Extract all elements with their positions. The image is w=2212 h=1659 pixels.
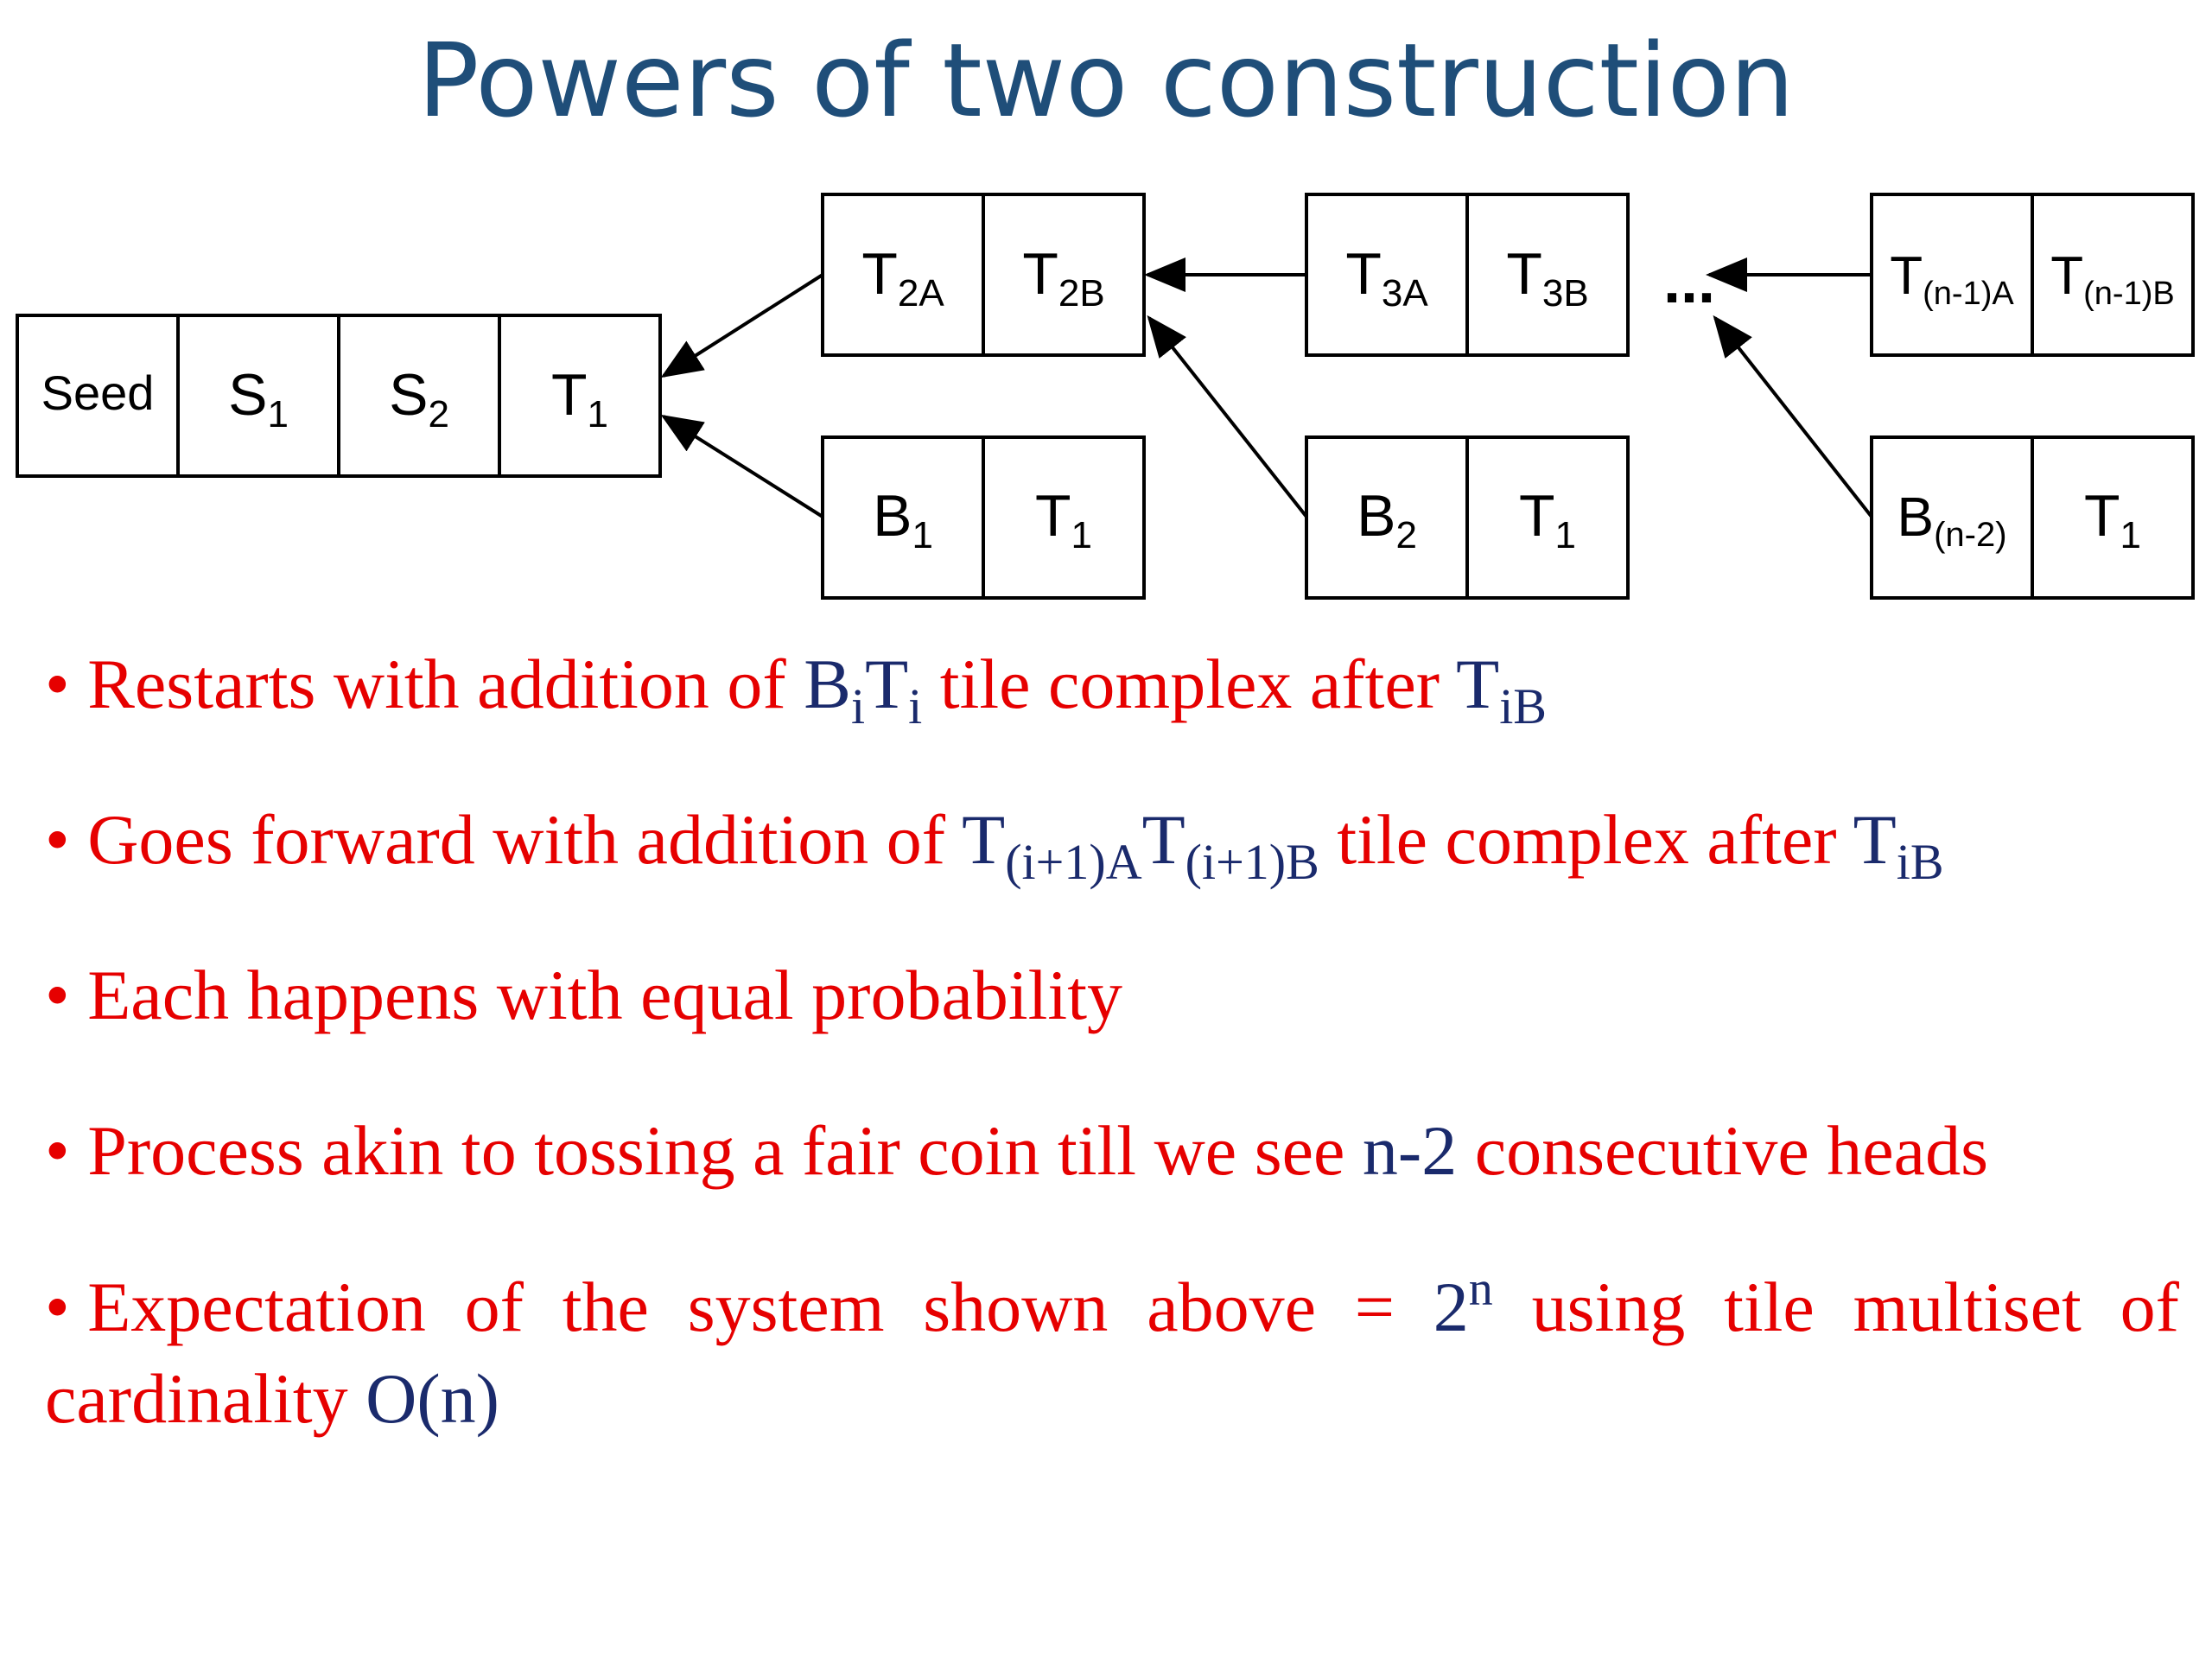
bullet-coin-toss: • Process akin to tossing a fair coin ti… <box>45 1111 1988 1190</box>
bullet-equal-probability: • Each happens with equal probability <box>45 956 1122 1034</box>
tile-b2t1-box <box>1465 435 1630 600</box>
arrow-b2-to-t2b <box>1147 315 1308 518</box>
tile-b2-label: B2 <box>1357 483 1417 556</box>
tile-b1t1-label: T1 <box>1035 483 1092 556</box>
tile-b2t1-label: T1 <box>1519 483 1576 556</box>
tile-b1t1-box <box>982 435 1146 600</box>
tile-seed-label: Seed <box>41 365 155 420</box>
ellipsis: ... <box>1663 247 1715 316</box>
bullet-goes-forward: • Goes forward with addition of T(i+1)AT… <box>45 800 1944 890</box>
page-title: Powers of two construction <box>417 21 1795 140</box>
arrow-bn2-to-ellipsis <box>1713 315 1873 518</box>
bullet-expectation: • Expectation of the system shown above … <box>45 1262 2179 1438</box>
tile-bn2t1-box <box>2031 435 2195 600</box>
tile-s2-label: S2 <box>389 362 449 435</box>
tile-bn2-label: B(n-2) <box>1897 486 2006 554</box>
tile-tn1b-box <box>2031 193 2195 357</box>
bullet-restarts: • Restarts with addition of BiTi tile co… <box>45 645 1547 734</box>
tile-t3b-label: T3B <box>1506 241 1588 315</box>
tile-t1-box <box>498 314 662 478</box>
tile-bn2t1-label: T1 <box>2084 483 2141 556</box>
tile-t2a-label: T2A <box>861 241 944 315</box>
arrow-b1-to-t1 <box>660 414 824 518</box>
tile-b1-label: B1 <box>873 483 933 556</box>
tile-t2b-label: T2B <box>1022 241 1104 315</box>
tile-assembly-diagram: Seed S1 S2 T1 T2A T2B B1 T1 T3A T3B B2 T… <box>16 193 2195 600</box>
tile-t1-label: T1 <box>551 362 608 435</box>
tile-tn1b-label: T(n-1)B <box>2050 246 2174 312</box>
tile-t3a-label: T3A <box>1345 241 1428 315</box>
tile-t3b-box <box>1465 193 1630 357</box>
tile-tn1a-label: T(n-1)A <box>1890 246 2014 312</box>
arrow-t2a-to-t1 <box>660 273 824 378</box>
tile-s1-label: S1 <box>228 362 289 435</box>
